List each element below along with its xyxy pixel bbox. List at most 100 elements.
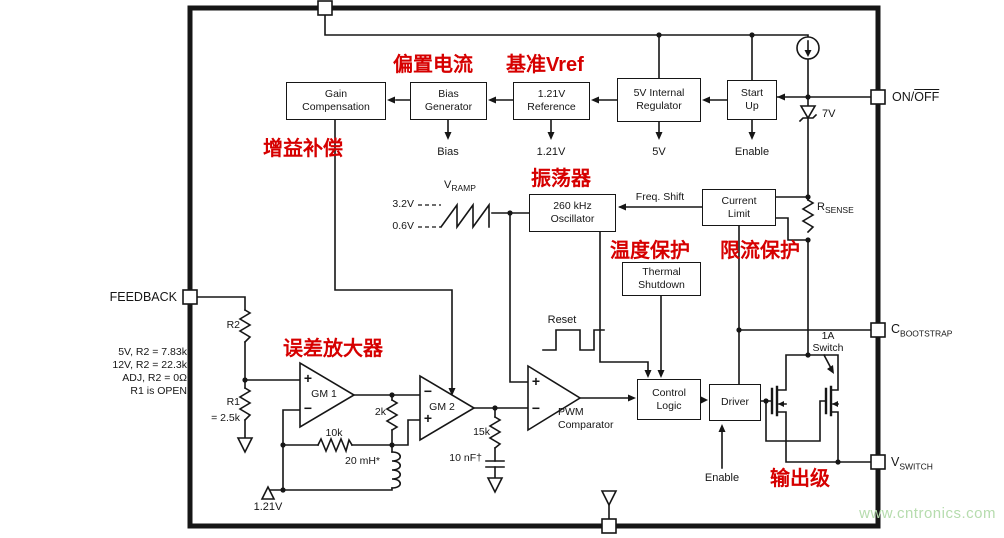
watermark: www.cntronics.com [859, 505, 996, 522]
pin-bottom [601, 518, 617, 534]
ramp-waveform [439, 202, 490, 230]
pin-bootstrap [870, 322, 886, 338]
annotation-bias-current: 偏置电流 [393, 54, 473, 76]
rsense-main-text: R [817, 201, 825, 213]
label-r1-value: = 2.5k [211, 412, 240, 424]
rsense-sub-text: SENSE [824, 205, 854, 216]
ground-10nf [486, 477, 504, 494]
label-gm2: GM 2 [429, 401, 455, 413]
annotation-vref-latin: Vref [546, 54, 584, 76]
bootstrap-sub-text: BOOTSTRAP [900, 328, 953, 339]
onoff-on-text: ON/ [892, 90, 915, 104]
r-2k-resistor [385, 398, 399, 432]
annotation-output-stage: 输出级 [770, 468, 830, 490]
label-divider-values: 5V, R2 = 7.83k 12V, R2 = 22.3k ADJ, R2 =… [112, 346, 187, 397]
r2-resistor [238, 308, 252, 344]
label-freq-shift: Freq. Shift [635, 191, 685, 203]
gm1-minus-sign: − [303, 400, 313, 416]
block-thermal-shutdown: Thermal Shutdown [622, 262, 701, 296]
r-15k-resistor [488, 415, 502, 450]
label-pwm-comparator: PWM Comparator [558, 406, 614, 431]
block-oscillator: 260 kHz Oscillator [529, 194, 616, 232]
label-zener-7v: 7V [822, 108, 836, 120]
label-bias-out: Bias [437, 146, 459, 158]
label-10k: 10k [325, 427, 343, 439]
ref-source-arrow [260, 485, 276, 500]
junction-dots [242, 32, 841, 493]
r-10k-resistor [316, 436, 354, 454]
block-startup: Start Up [727, 80, 777, 120]
label-15k: 15k [473, 426, 490, 438]
gm1-plus-sign: + [303, 370, 313, 386]
label-reset: Reset [547, 314, 577, 326]
zener-diode [799, 105, 817, 120]
mosfet-gates [770, 387, 828, 415]
vswitch-sub-text: SWITCH [899, 461, 933, 472]
block-control-logic: Control Logic [637, 379, 701, 420]
label-r2: R2 [226, 319, 240, 331]
label-enable-top: Enable [734, 146, 770, 158]
label-1a-switch: 1A Switch [812, 330, 844, 354]
label-vramp: VRAMP [444, 179, 476, 193]
block-reference: 1.21V Reference [513, 82, 590, 120]
label-2k: 2k [374, 406, 386, 418]
cap-10nf [485, 460, 505, 468]
circuit-wires [196, 14, 872, 520]
block-gain-compensation: Gain Compensation [286, 82, 386, 120]
gm2-amplifier [419, 374, 476, 442]
label-ramp-high: 3.2V [392, 198, 414, 210]
label-ref-out: 1.21V [536, 146, 566, 158]
label-10nf: 10 nF† [449, 452, 482, 464]
block-driver: Driver [709, 384, 761, 421]
gm2-minus-sign: − [423, 383, 433, 399]
pin-feedback [182, 289, 198, 305]
annotation-vref-zh: 基准 [506, 54, 546, 76]
onoff-off-text: OFF [914, 90, 940, 104]
pin-label-feedback: FEEDBACK [109, 290, 177, 304]
ic-border [187, 5, 881, 529]
gm1-amplifier [299, 361, 356, 429]
vswitch-main-text: V [891, 455, 900, 469]
rsense-resistor [801, 198, 815, 234]
pin-top [317, 0, 333, 16]
vramp-main-text: V [444, 179, 452, 191]
circuit-symbols [182, 0, 886, 534]
pin-label-onoff: ON/OFF [892, 90, 939, 105]
block-5v-regulator: 5V Internal Regulator [617, 78, 701, 122]
vramp-sub-text: RAMP [451, 183, 476, 194]
annotation-vref: 基准Vref [506, 48, 584, 77]
label-rsense: RSENSE [817, 201, 854, 215]
block-bias-generator: Bias Generator [410, 82, 487, 120]
bootstrap-main-text: C [891, 322, 901, 336]
inductor-20mh [391, 451, 402, 489]
annotation-gain-comp: 增益补偿 [263, 138, 343, 160]
annotation-oscillator: 振荡器 [531, 168, 591, 190]
arrowheads-and-junctions [242, 32, 841, 493]
label-5v-out: 5V [652, 146, 666, 158]
reset-pulse-waveform [542, 329, 605, 351]
label-enable-driver: Enable [704, 472, 740, 484]
label-gm1: GM 1 [311, 388, 337, 400]
annotation-error-amp: 误差放大器 [283, 338, 383, 360]
pwm-comparator-triangle [527, 364, 582, 432]
label-ramp-low: 0.6V [392, 220, 414, 232]
annotation-thermal: 温度保护 [610, 240, 690, 262]
ground-r1 [236, 437, 254, 454]
pin-label-vswitch: VSWITCH [891, 455, 933, 472]
gm2-plus-sign: + [423, 410, 433, 426]
pin-vswitch [870, 454, 886, 470]
ground-pin [600, 490, 618, 507]
pin-onoff [870, 89, 886, 105]
ramp-level-lines [418, 204, 441, 228]
pin-label-bootstrap: CBOOTSTRAP [891, 322, 952, 339]
label-ref-bottom: 1.21V [253, 501, 283, 513]
pwm-minus-sign: − [531, 400, 541, 416]
pwm-plus-sign: + [531, 373, 541, 389]
label-20mh: 20 mH* [344, 455, 380, 467]
mosfet-switches [770, 385, 833, 417]
label-r1: R1 [226, 396, 240, 408]
annotation-current-limit: 限流保护 [720, 240, 800, 262]
r1-resistor [238, 386, 252, 422]
